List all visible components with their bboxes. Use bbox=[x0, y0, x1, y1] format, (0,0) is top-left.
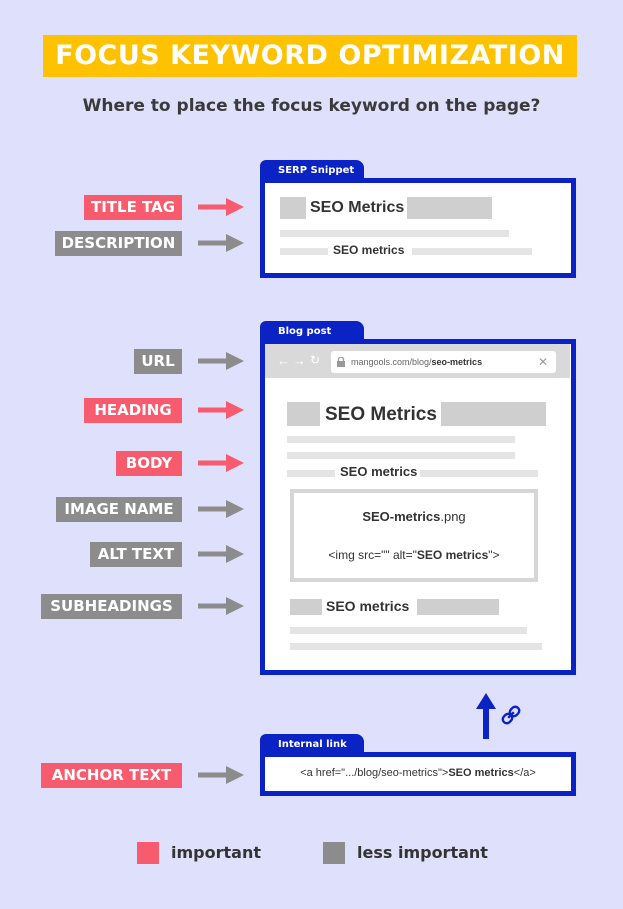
browser-bar: ← → ↻ mangools.com/blog/seo-metrics ✕ bbox=[265, 344, 570, 378]
placeholder-line bbox=[290, 627, 527, 634]
heading-keyword: SEO Metrics bbox=[325, 404, 437, 425]
arrow-up-icon bbox=[476, 693, 496, 739]
back-arrow-icon[interactable]: ← bbox=[277, 353, 290, 368]
label-description: DESCRIPTION bbox=[55, 231, 182, 256]
arrow-right-icon bbox=[198, 401, 244, 419]
arrow-right-icon bbox=[198, 454, 244, 472]
placeholder-bar bbox=[441, 402, 546, 426]
placeholder-bar bbox=[287, 402, 320, 426]
alt-text-code: <img src="" alt="SEO metrics"> bbox=[328, 548, 500, 562]
lock-icon bbox=[337, 357, 345, 367]
page-subtitle: Where to place the focus keyword on the … bbox=[82, 96, 541, 116]
reload-icon[interactable]: ↻ bbox=[310, 353, 321, 367]
placeholder-line bbox=[280, 230, 509, 237]
placeholder-line bbox=[290, 643, 542, 650]
subheading-keyword: SEO metrics bbox=[326, 598, 410, 614]
label-heading: HEADING bbox=[84, 398, 182, 423]
placeholder-bar bbox=[407, 197, 492, 219]
forward-arrow-icon[interactable]: → bbox=[293, 353, 306, 368]
placeholder-line bbox=[280, 248, 328, 255]
placeholder-bar bbox=[280, 197, 306, 219]
arrow-right-icon bbox=[198, 766, 244, 784]
placeholder-line bbox=[287, 452, 515, 459]
url-prefix: mangools.com/blog/ bbox=[351, 357, 432, 367]
page-title: FOCUS KEYWORD OPTIMIZATION bbox=[43, 35, 577, 77]
legend-important-label: important bbox=[171, 843, 261, 862]
arrow-right-icon bbox=[198, 597, 244, 615]
url-keyword: seo-metrics bbox=[431, 357, 483, 367]
legend-important-swatch bbox=[137, 842, 159, 864]
label-body: BODY bbox=[116, 451, 182, 476]
label-image-name: IMAGE NAME bbox=[56, 497, 182, 522]
image-placeholder-box: SEO-metrics.png <img src="" alt="SEO met… bbox=[290, 489, 538, 582]
placeholder-line bbox=[420, 470, 538, 477]
arrow-right-icon bbox=[198, 198, 244, 216]
legend-less-important-label: less important bbox=[357, 843, 488, 862]
label-title-tag: TITLE TAG bbox=[84, 195, 182, 220]
label-url: URL bbox=[134, 349, 182, 374]
url-field[interactable]: mangools.com/blog/seo-metrics ✕ bbox=[331, 351, 556, 373]
label-alt-text: ALT TEXT bbox=[90, 542, 182, 567]
arrow-right-icon bbox=[198, 500, 244, 518]
anchor-text-code: <a href=".../blog/seo-metrics">SEO metri… bbox=[300, 767, 536, 779]
close-icon[interactable]: ✕ bbox=[537, 355, 548, 369]
placeholder-bar bbox=[290, 599, 322, 615]
blog-post-frame: ← → ↻ mangools.com/blog/seo-metrics ✕ SE… bbox=[260, 339, 576, 675]
placeholder-line bbox=[287, 470, 335, 477]
placeholder-bar bbox=[417, 599, 499, 615]
arrow-right-icon bbox=[198, 352, 244, 370]
serp-title-keyword: SEO Metrics bbox=[310, 199, 405, 216]
arrow-right-icon bbox=[198, 545, 244, 563]
label-anchor-text: ANCHOR TEXT bbox=[41, 763, 182, 788]
legend-less-important-swatch bbox=[323, 842, 345, 864]
serp-description-keyword: SEO metrics bbox=[333, 243, 405, 257]
placeholder-line bbox=[287, 436, 515, 443]
arrow-right-icon bbox=[198, 234, 244, 252]
link-icon bbox=[501, 705, 521, 725]
image-name: SEO-metrics.png bbox=[362, 509, 466, 524]
placeholder-line bbox=[412, 248, 532, 255]
label-subheadings: SUBHEADINGS bbox=[41, 594, 182, 619]
serp-snippet-frame: SEO Metrics SEO metrics bbox=[260, 178, 576, 278]
internal-link-frame: <a href=".../blog/seo-metrics">SEO metri… bbox=[260, 752, 576, 796]
body-keyword: SEO metrics bbox=[340, 464, 418, 479]
